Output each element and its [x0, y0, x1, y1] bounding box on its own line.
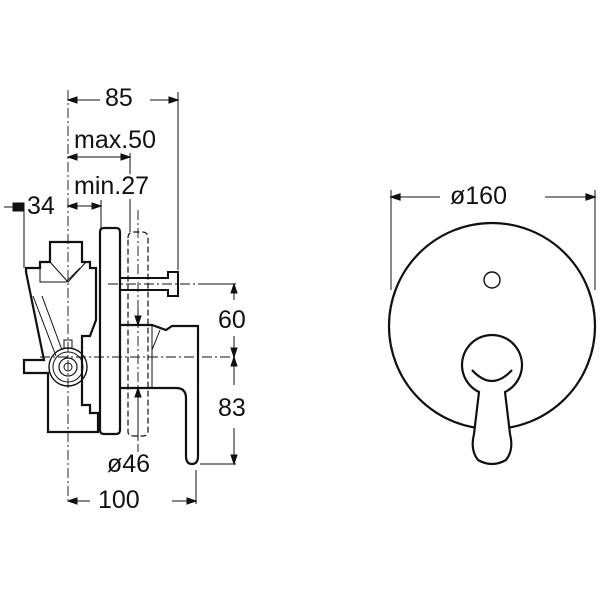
dim-diameter-160: ø160 — [448, 182, 509, 210]
dim-diameter-46: ø46 — [105, 450, 153, 478]
side-view-dimension-lines — [4, 92, 238, 505]
dim-85: 85 — [103, 84, 135, 112]
dim-60: 60 — [216, 306, 248, 334]
dim-max-50: max.50 — [72, 126, 158, 154]
dim-34: 34 — [25, 192, 57, 220]
dim-min-27: min.27 — [72, 172, 152, 200]
dim-83: 83 — [216, 394, 248, 422]
front-view — [387, 190, 597, 466]
dim-100: 100 — [96, 486, 142, 514]
